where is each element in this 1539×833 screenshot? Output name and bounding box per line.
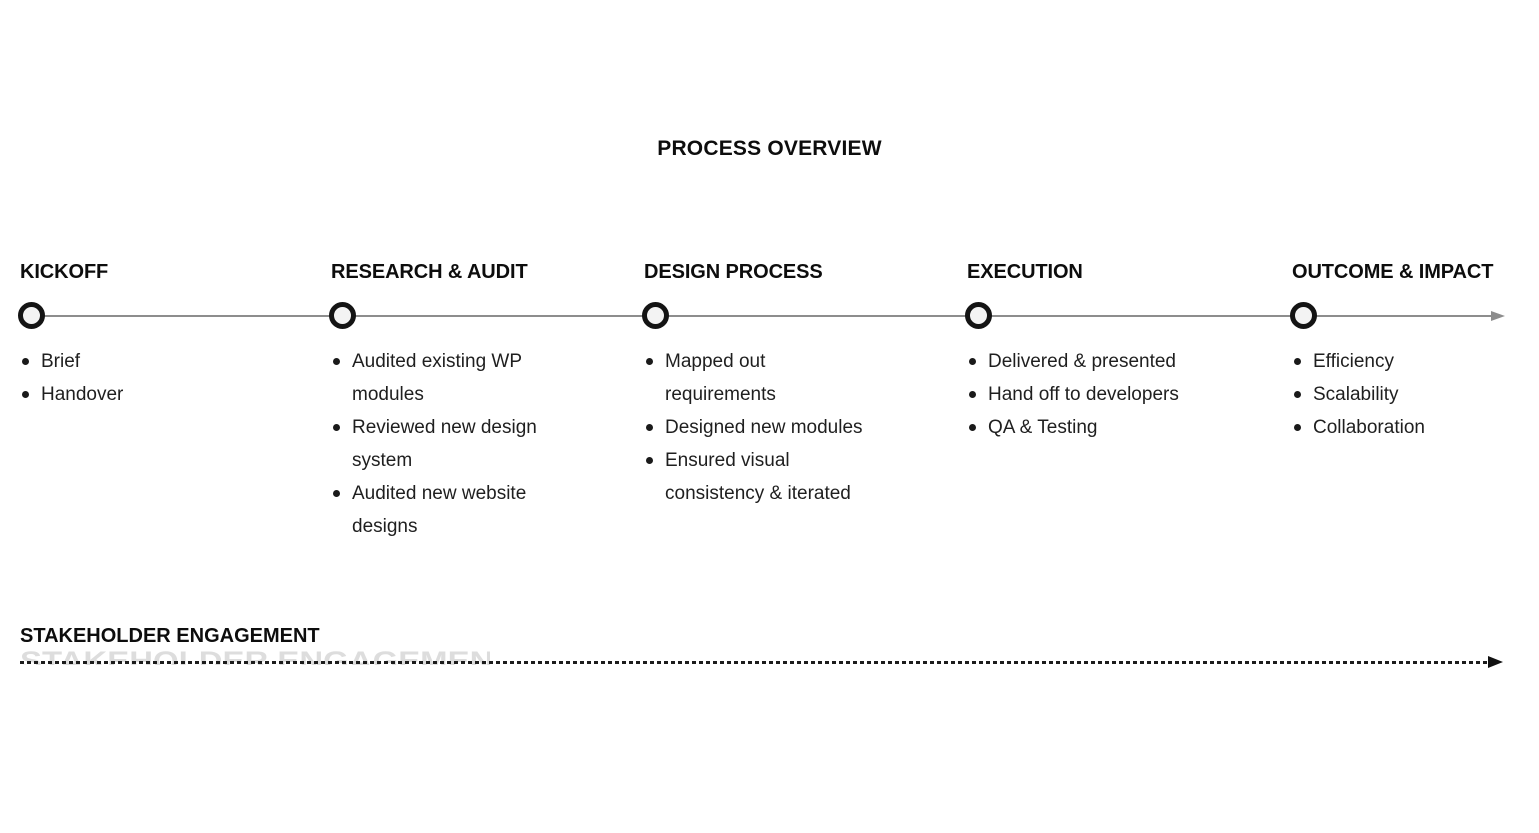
stage-heading: OUTCOME & IMPACT: [1292, 261, 1494, 283]
timeline-node-icon: [965, 302, 992, 329]
stage-bullet: Mapped out requirements: [644, 345, 944, 411]
page-title: PROCESS OVERVIEW: [657, 137, 882, 160]
stage-heading: KICKOFF: [20, 261, 109, 283]
stage-kickoff: KICKOFF Brief Handover: [18, 261, 310, 405]
stage-bullet-list: Efficiency Scalability Collaboration: [1292, 345, 1532, 444]
stage-bullet-list: Brief Handover: [20, 345, 310, 411]
stage-bullet: Hand off to developers: [967, 378, 1267, 411]
stage-design-process: DESIGN PROCESS Mapped out requirements D…: [642, 261, 944, 504]
stage-bullet: Collaboration: [1292, 411, 1532, 444]
stage-execution: EXECUTION Delivered & presented Hand off…: [965, 261, 1267, 438]
stage-bullet: Designed new modules: [644, 411, 944, 444]
stage-bullet-list: Delivered & presented Hand off to develo…: [967, 345, 1267, 444]
stage-bullet: Scalability: [1292, 378, 1532, 411]
engagement-arrow-right-icon: [1488, 656, 1503, 668]
stage-bullet: Audited existing WP modules: [331, 345, 623, 411]
stage-bullet: QA & Testing: [967, 411, 1267, 444]
stage-outcome-impact: OUTCOME & IMPACT Efficiency Scalability …: [1290, 261, 1532, 438]
timeline-arrow-right-icon: [1491, 311, 1505, 321]
stage-bullet: Reviewed new design system: [331, 411, 623, 477]
timeline-node-icon: [18, 302, 45, 329]
ghost-text-artifact: STAKEHOLDER ENGAGEMENT: [20, 648, 490, 665]
stage-bullet: Brief: [20, 345, 310, 378]
stage-bullet: Handover: [20, 378, 310, 411]
stage-heading: EXECUTION: [967, 261, 1083, 283]
timeline-node-icon: [1290, 302, 1317, 329]
stage-research-audit: RESEARCH & AUDIT Audited existing WP mod…: [329, 261, 623, 537]
stage-bullet: Efficiency: [1292, 345, 1532, 378]
stage-bullet-list: Mapped out requirements Designed new mod…: [644, 345, 944, 510]
stage-bullet-list: Audited existing WP modules Reviewed new…: [331, 345, 623, 543]
stage-bullet: Audited new website designs: [331, 477, 623, 543]
process-timeline-line: [30, 315, 1492, 317]
stage-heading: RESEARCH & AUDIT: [331, 261, 528, 283]
engagement-track-dotted-line: [20, 661, 1488, 664]
stage-bullet: Ensured visual consistency & iterated: [644, 444, 944, 510]
stakeholder-engagement-label: STAKEHOLDER ENGAGEMENT: [20, 625, 320, 647]
stage-bullet: Delivered & presented: [967, 345, 1267, 378]
timeline-node-icon: [329, 302, 356, 329]
timeline-node-icon: [642, 302, 669, 329]
stage-heading: DESIGN PROCESS: [644, 261, 823, 283]
